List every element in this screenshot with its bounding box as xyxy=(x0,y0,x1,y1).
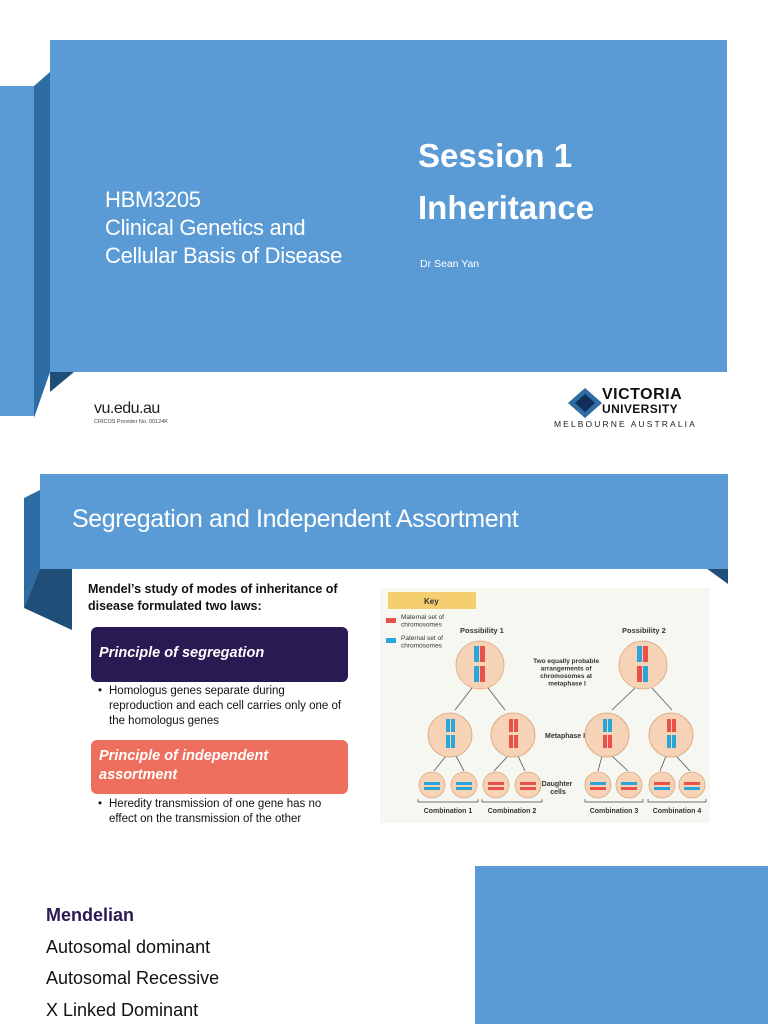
university-url: vu.edu.au xyxy=(94,400,160,418)
slide2-intro-text: Mendel’s study of modes of inheritance o… xyxy=(88,581,348,615)
key-paternal-line1: Paternal set of xyxy=(401,635,443,642)
principle-of-segregation-box: Principle of segregation xyxy=(91,627,348,682)
svg-text:Paternal set of chromosome: Paternal set of chromosomes xyxy=(401,635,445,650)
law-title: Principle of segregation xyxy=(99,645,264,661)
course-name-line2: Cellular Basis of Disease xyxy=(105,242,342,270)
center-note-line3: chromosomes at xyxy=(540,673,593,680)
key-title: Key xyxy=(424,597,439,606)
inheritance-mode-list: Mendelian Autosomal dominant Autosomal R… xyxy=(46,900,219,1026)
daughter-label-line2: cells xyxy=(550,789,566,796)
law-description: • Homologus genes separate during reprod… xyxy=(98,684,348,729)
possibility-2-label: Possibility 2 xyxy=(622,626,666,635)
independent-assortment-diagram: Key Maternal set of chromosomes Paternal… xyxy=(380,588,710,823)
mendelian-heading: Mendelian xyxy=(46,900,219,932)
principle-of-independent-assortment-box: Principle of independent assortment xyxy=(91,740,348,794)
law-title: Principle of independent assortment xyxy=(99,747,348,785)
combination-3-label: Combination 3 xyxy=(590,808,639,815)
center-note-line2: arrangements of xyxy=(541,666,593,673)
key-maternal-line1: Maternal set of xyxy=(401,614,444,621)
session-number: Session 1 xyxy=(418,130,594,182)
maternal-swatch xyxy=(386,618,396,623)
slide1-side-bar xyxy=(0,86,34,416)
list-item: X Linked Dominant xyxy=(46,995,219,1026)
combination-2-label: Combination 2 xyxy=(488,808,537,815)
center-note-line4: metaphase I xyxy=(548,681,586,688)
diamond-logo-icon xyxy=(568,388,602,418)
daughter-label-line1: Daughter xyxy=(542,781,573,788)
possibility-1-label: Possibility 1 xyxy=(460,626,504,635)
course-name-line1: Clinical Genetics and xyxy=(105,214,342,242)
key-maternal-line2: chromosomes xyxy=(401,622,443,629)
center-note-line1: Two equally probable xyxy=(533,658,599,665)
cricos-provider: CRICOS Provider No. 00124K xyxy=(94,419,168,425)
logo-text-university: UNIVERSITY xyxy=(602,402,678,416)
key-paternal-line2: chromosomes xyxy=(401,643,443,650)
session-topic: Inheritance xyxy=(418,182,594,234)
logo-text-location: MELBOURNE AUSTRALIA xyxy=(554,419,697,429)
logo-text-victoria: VICTORIA xyxy=(602,387,682,403)
slide2-title: Segregation and Independent Assortment xyxy=(72,505,518,534)
bullet-icon: • xyxy=(98,797,102,812)
parent-cell-possibility-1 xyxy=(456,641,504,689)
session-title: Session 1 Inheritance xyxy=(418,130,594,234)
svg-text:Maternal set of chromosome: Maternal set of chromosomes xyxy=(401,614,446,629)
author-name: Dr Sean Yan xyxy=(420,258,479,270)
slide3-accent-box xyxy=(475,866,768,1024)
course-title: HBM3205 Clinical Genetics and Cellular B… xyxy=(105,186,342,270)
parent-cell-possibility-2 xyxy=(619,641,667,689)
course-code: HBM3205 xyxy=(105,186,342,214)
victoria-university-logo: VICTORIA UNIVERSITY MELBOURNE AUSTRALIA xyxy=(568,386,698,432)
list-item: Autosomal Recessive xyxy=(46,963,219,995)
slide2-banner-fold-right xyxy=(706,568,728,584)
law-description: • Heredity transmission of one gene has … xyxy=(98,797,348,827)
bullet-icon: • xyxy=(98,684,102,699)
metaphase-ii-label: Metaphase II xyxy=(545,733,587,740)
list-item: Autosomal dominant xyxy=(46,932,219,964)
combination-4-label: Combination 4 xyxy=(653,808,702,815)
paternal-swatch xyxy=(386,638,396,643)
combination-1-label: Combination 1 xyxy=(424,808,473,815)
